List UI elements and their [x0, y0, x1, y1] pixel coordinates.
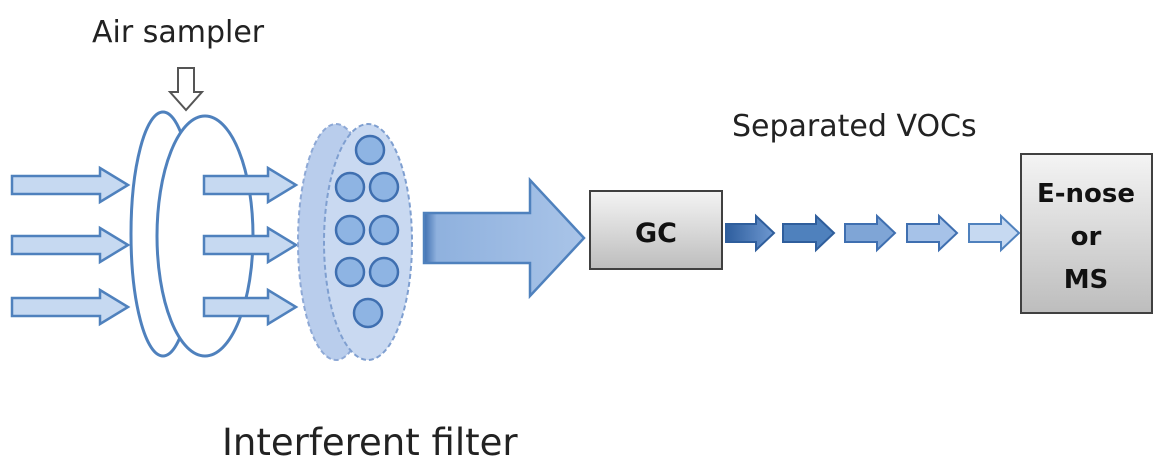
right-arrow-icon	[782, 213, 836, 253]
gc-label: GC	[635, 218, 677, 249]
gc-box: GC	[589, 190, 723, 270]
right-arrow-icon	[906, 213, 959, 253]
right-arrow-icon	[202, 225, 299, 265]
right-arrow-icon	[10, 287, 131, 327]
air-sampler-discs	[129, 110, 255, 358]
detector-box: E-nose or MS	[1020, 153, 1153, 314]
detector-label-line2: or	[1071, 222, 1102, 252]
separated-vocs-label: Separated VOCs	[732, 109, 977, 144]
hollow-down-arrow-icon	[167, 67, 205, 112]
detector-label-line3: MS	[1064, 265, 1109, 295]
detector-label-line1: E-nose	[1037, 179, 1135, 209]
right-arrow-icon	[10, 165, 131, 205]
mid-arrows	[202, 165, 299, 327]
interferent-filter-label: Interferent filter	[222, 421, 518, 464]
air-sampler-label: Air sampler	[92, 15, 265, 50]
right-arrow-icon	[10, 225, 131, 265]
large-right-arrow-icon	[422, 176, 586, 300]
filter-beads	[334, 134, 400, 329]
right-arrow-icon	[844, 213, 897, 253]
separated-vocs-arrows	[725, 213, 1021, 253]
interferent-filter	[297, 123, 413, 361]
right-arrow-icon	[725, 213, 776, 253]
inflow-arrows	[10, 165, 131, 327]
right-arrow-icon	[202, 287, 299, 327]
right-arrow-icon	[968, 213, 1021, 253]
right-arrow-icon	[202, 165, 299, 205]
